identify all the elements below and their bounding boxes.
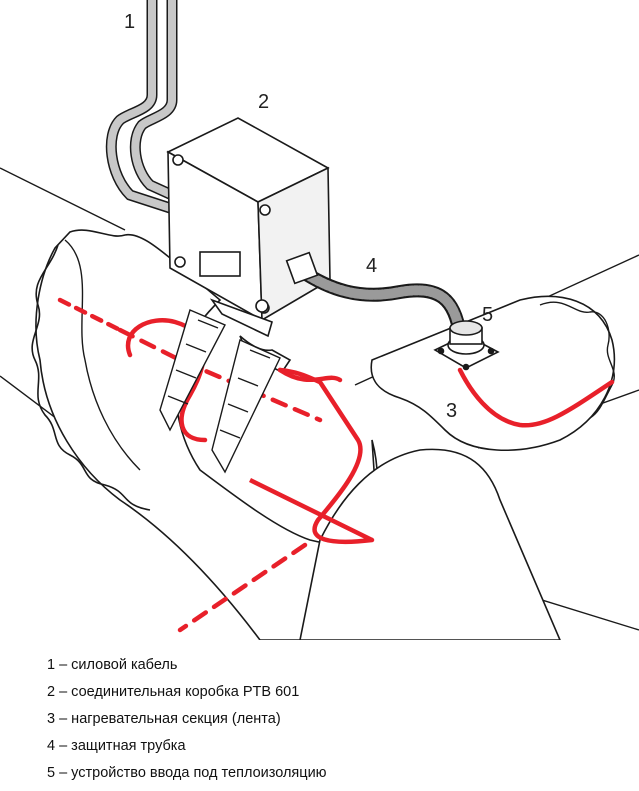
pipe-heating-diagram: 1 2 3 4 5 [0, 0, 639, 641]
entry-device [433, 320, 500, 371]
junction-box [166, 117, 331, 374]
right-insulation-wave [539, 301, 615, 419]
legend-item-heating-section: 3 – нагревательная секция (лента) [47, 711, 281, 727]
power-cable [105, 0, 178, 214]
callout-3: 3 [446, 400, 458, 422]
pipe-clamps [159, 309, 281, 474]
callout-4: 4 [366, 255, 378, 277]
heating-tape-under [249, 477, 373, 543]
left-insulation-wave [31, 244, 151, 511]
left-pipe-inner [64, 239, 141, 471]
protective-conduit-fill [295, 265, 465, 340]
legend-item-junction-box: 2 – соединительная коробка PTB 601 [47, 684, 300, 700]
callout-5: 5 [482, 304, 494, 326]
heating-tape [57, 297, 615, 633]
legend-item-protective-tube: 4 – защитная трубка [47, 738, 186, 754]
conduit-gland [285, 251, 319, 285]
legend-item-entry-device: 5 – устройство ввода под теплоизоляцию [47, 765, 327, 781]
callout-2: 2 [258, 91, 270, 113]
legend: 1 – силовой кабель 2 – соединительная ко… [47, 656, 327, 791]
callout-1: 1 [124, 11, 136, 33]
legend-item-power-cable: 1 – силовой кабель [47, 657, 178, 673]
lower-pipe [299, 448, 562, 641]
